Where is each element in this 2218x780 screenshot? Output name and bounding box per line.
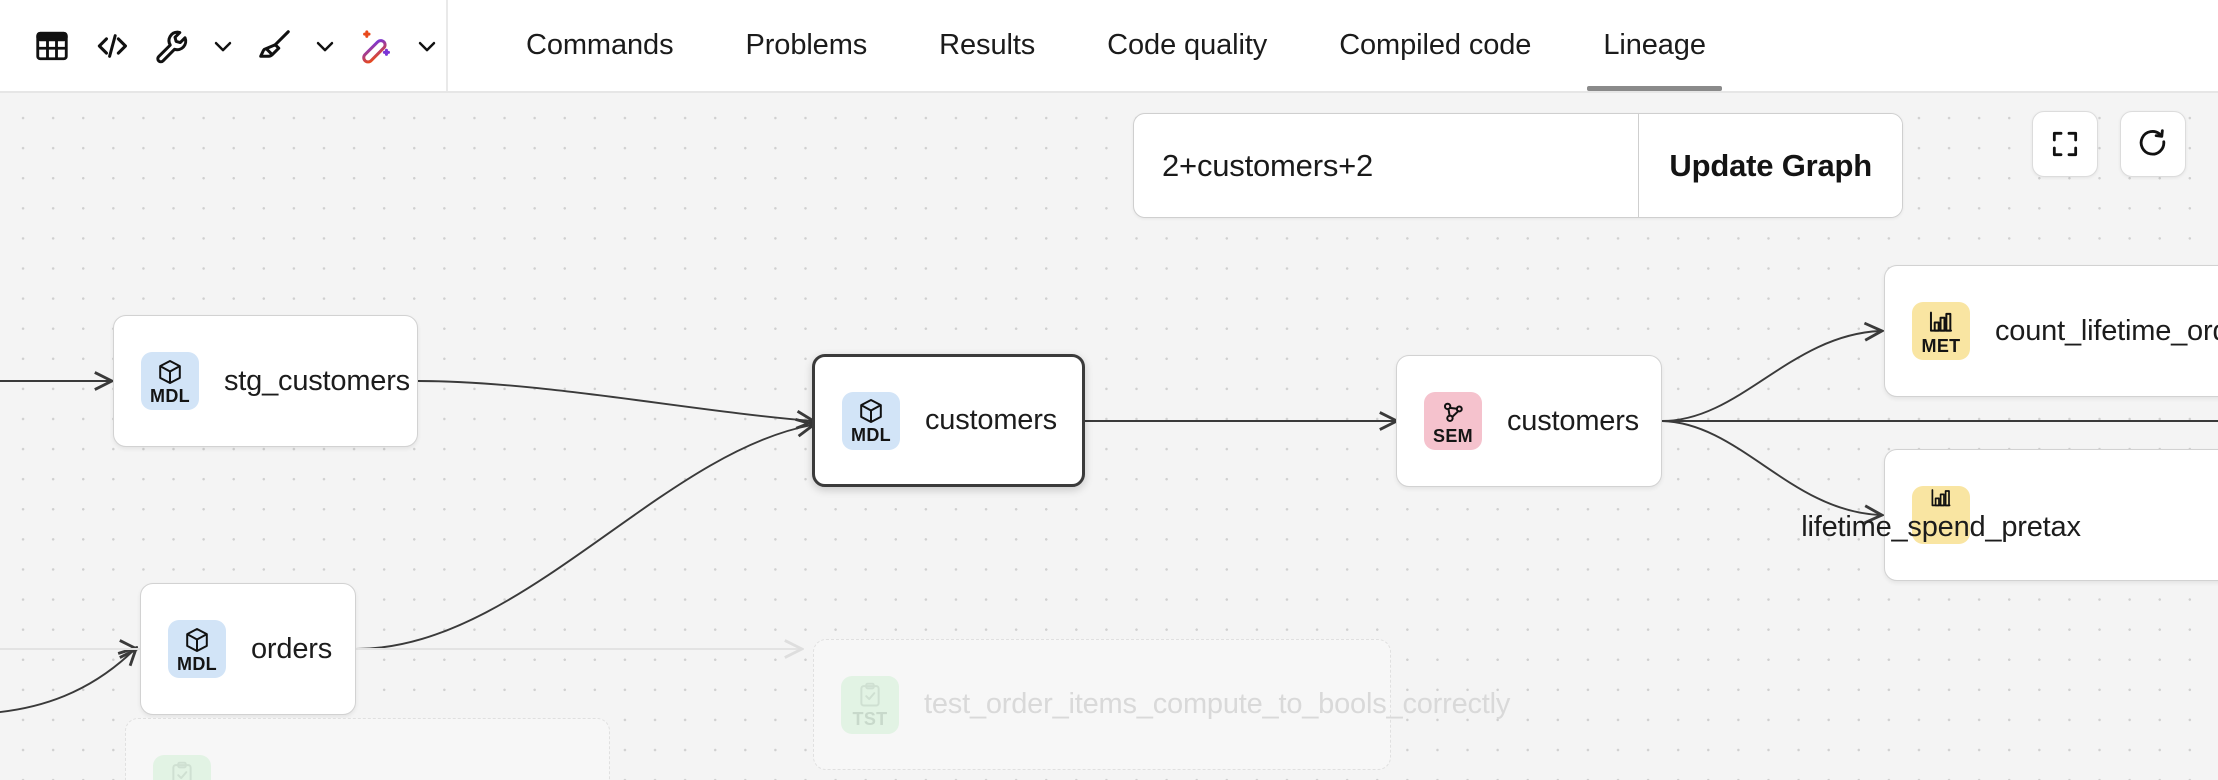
node-type-badge-met: MET xyxy=(1912,302,1970,360)
node-type-badge-mdl: MDL xyxy=(141,352,199,410)
tab-label: Results xyxy=(939,29,1036,61)
magic-wand-icon[interactable] xyxy=(348,18,404,74)
graph-search-group: Update Graph xyxy=(1133,113,1903,218)
lineage-node-count-lifetime-orders[interactable]: MET count_lifetime_orders xyxy=(1884,265,2218,397)
panel-tabs: Commands Problems Results Code quality C… xyxy=(448,0,1742,91)
tab-commands[interactable]: Commands xyxy=(490,0,709,91)
lineage-node-test-order-items[interactable]: TST test_order_items_compute_to_bools_co… xyxy=(813,639,1511,770)
chevron-down-icon-format[interactable] xyxy=(306,18,344,74)
refresh-button[interactable] xyxy=(2120,111,2186,177)
lineage-node-orders[interactable]: MDL orders xyxy=(140,583,356,715)
node-label: stg_customers xyxy=(224,364,410,397)
lineage-node-customers-semantic[interactable]: SEM customers xyxy=(1396,355,1662,487)
lineage-node-lifetime-spend-pretax[interactable]: lifetime_spend_pretax xyxy=(1801,449,2218,581)
badge-label: MDL xyxy=(177,653,217,674)
lineage-node-test-partial[interactable]: TST xyxy=(125,718,610,780)
node-label: test_order_items_compute_to_bools_correc… xyxy=(924,688,1511,721)
badge-label: TST xyxy=(852,709,888,729)
top-toolbar: Commands Problems Results Code quality C… xyxy=(0,0,2218,93)
node-type-badge-mdl: MDL xyxy=(168,620,226,678)
node-label: customers xyxy=(1507,404,1639,437)
node-type-badge-tst: TST xyxy=(153,754,211,780)
code-view-icon[interactable] xyxy=(84,18,140,74)
table-view-icon[interactable] xyxy=(24,18,80,74)
node-label: customers xyxy=(925,404,1057,436)
tab-lineage[interactable]: Lineage xyxy=(1567,0,1742,91)
node-label: orders xyxy=(251,632,332,665)
lineage-edges xyxy=(0,93,2218,713)
lineage-node-stg-customers[interactable]: MDL stg_customers xyxy=(113,315,418,447)
badge-label: MET xyxy=(1921,335,1961,356)
canvas-controls xyxy=(2032,111,2186,177)
badge-label: MDL xyxy=(150,385,190,406)
node-type-badge-tst: TST xyxy=(841,675,899,734)
node-type-badge-met: lifetime_spend_pretax xyxy=(1801,486,2081,544)
tab-code-quality[interactable]: Code quality xyxy=(1071,0,1303,91)
tab-results[interactable]: Results xyxy=(903,0,1071,91)
update-graph-button[interactable]: Update Graph xyxy=(1638,114,1902,217)
tab-label: Problems xyxy=(745,29,868,61)
node-type-badge-mdl: MDL xyxy=(842,391,900,450)
tab-label: Compiled code xyxy=(1339,29,1532,61)
node-label: count_lifetime_orders xyxy=(1995,314,2218,347)
tab-label: Commands xyxy=(526,29,674,61)
graph-search-input[interactable] xyxy=(1134,114,1639,217)
tab-problems[interactable]: Problems xyxy=(709,0,903,91)
tab-label: Code quality xyxy=(1107,29,1268,61)
tab-compiled-code[interactable]: Compiled code xyxy=(1303,0,1567,91)
wrench-icon[interactable] xyxy=(144,18,200,74)
chevron-down-icon-build[interactable] xyxy=(204,18,242,74)
badge-label: MDL xyxy=(851,425,891,445)
broom-icon[interactable] xyxy=(246,18,302,74)
lineage-node-customers-model[interactable]: MDL customers xyxy=(812,354,1085,487)
node-type-badge-sem: SEM xyxy=(1424,392,1482,450)
fit-view-button[interactable] xyxy=(2032,111,2098,177)
lineage-canvas[interactable]: MDL stg_customers MDL orders MDL xyxy=(0,93,2218,780)
badge-label: SEM xyxy=(1433,425,1473,446)
editor-tool-group xyxy=(0,0,448,91)
node-label: lifetime_spend_pretax xyxy=(1801,511,2081,543)
tab-label: Lineage xyxy=(1603,29,1706,61)
chevron-down-icon-ai[interactable] xyxy=(408,18,446,74)
